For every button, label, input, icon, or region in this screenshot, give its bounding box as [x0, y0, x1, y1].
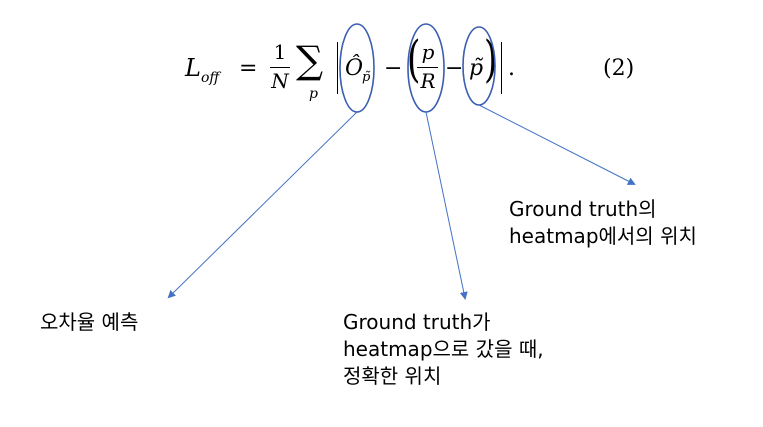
- fraction-bar-one-over-n: [270, 67, 290, 68]
- offset-prediction-subscript: p̃: [362, 70, 371, 85]
- circle-offset-prediction: [339, 23, 375, 113]
- annotation-middle-line-3: 정확한 위치: [343, 364, 442, 388]
- equation-minus-1: −: [384, 56, 403, 81]
- fraction-numerator-p: p: [421, 40, 435, 64]
- summation-index-p: p: [309, 86, 318, 102]
- annotation-right: Ground truth의 heatmap에서의 위치: [509, 196, 697, 250]
- annotation-middle-line-2: heatmap으로 갔을 때,: [343, 337, 544, 361]
- equation-minus-2: −: [445, 56, 464, 81]
- fraction-numerator-one: 1: [273, 40, 287, 64]
- fraction-denominator-n: N: [271, 69, 289, 93]
- equation-lhs-L: L: [185, 54, 201, 82]
- arrow-to-middle-label: [425, 111, 468, 300]
- ground-truth-p-tilde: p̃: [469, 56, 484, 81]
- circle-p-over-r: [407, 23, 445, 113]
- annotation-middle: Ground truth가 heatmap으로 갔을 때, 정확한 위치: [343, 309, 544, 390]
- fraction-bar-p-over-r: [417, 67, 438, 68]
- circle-p-tilde: [462, 26, 496, 106]
- arrow-to-right-label: [478, 104, 636, 185]
- annotation-right-line-2: heatmap에서의 위치: [509, 224, 697, 248]
- fraction-denominator-r: R: [420, 69, 436, 93]
- annotation-left: 오차율 예측: [40, 310, 139, 334]
- annotation-right-line-1: Ground truth의: [509, 197, 657, 221]
- equation-equals: =: [239, 56, 258, 81]
- absolute-bar-right: [501, 42, 502, 94]
- absolute-bar-left: [337, 42, 338, 94]
- equation-number: (2): [603, 56, 635, 81]
- equation-period: .: [508, 56, 515, 81]
- offset-prediction-o: Ô: [345, 56, 364, 81]
- arrow-to-left-label: [167, 111, 358, 299]
- annotation-middle-line-1: Ground truth가: [343, 310, 491, 334]
- equation-lhs-subscript: off: [201, 70, 220, 86]
- summation-symbol: ∑: [296, 38, 324, 82]
